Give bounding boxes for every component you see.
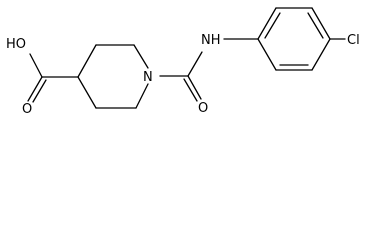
bond-ring-c2-n xyxy=(133,44,149,69)
bond-ring-c5-c4 xyxy=(77,76,97,109)
atom-label-nh: NH xyxy=(201,33,221,48)
bond-c-o-double-b xyxy=(32,79,47,103)
atom-label-carboxyl-o: O xyxy=(22,102,32,116)
bond-ph-inner-a xyxy=(264,12,281,39)
bond-c-o-double-a xyxy=(27,76,43,102)
bond-c-oh xyxy=(29,53,43,78)
atom-label-ho: HO xyxy=(6,37,26,52)
molecule-drawing: HO O N NH O Cl xyxy=(6,7,360,116)
bond-ring-n-c6 xyxy=(135,83,149,109)
bond-carbonyl-o-b xyxy=(183,78,198,102)
bond-ph-6-1 xyxy=(257,38,277,71)
bond-ph-inner-b xyxy=(307,12,324,39)
bond-carbonyl-o-a xyxy=(187,75,202,100)
structure-canvas: HO O N NH O Cl xyxy=(0,0,388,116)
bond-ph-4-5 xyxy=(311,38,331,71)
atom-label-amide-o: O xyxy=(198,101,208,116)
bond-carbonyl-nh xyxy=(187,51,203,77)
bond-ring-c4-c3 xyxy=(77,44,97,78)
atom-label-cl: Cl xyxy=(347,33,360,48)
bond-ph-1-2 xyxy=(257,7,277,40)
atom-label-ring-n: N xyxy=(143,70,153,85)
bond-ph-3-4 xyxy=(311,7,331,40)
